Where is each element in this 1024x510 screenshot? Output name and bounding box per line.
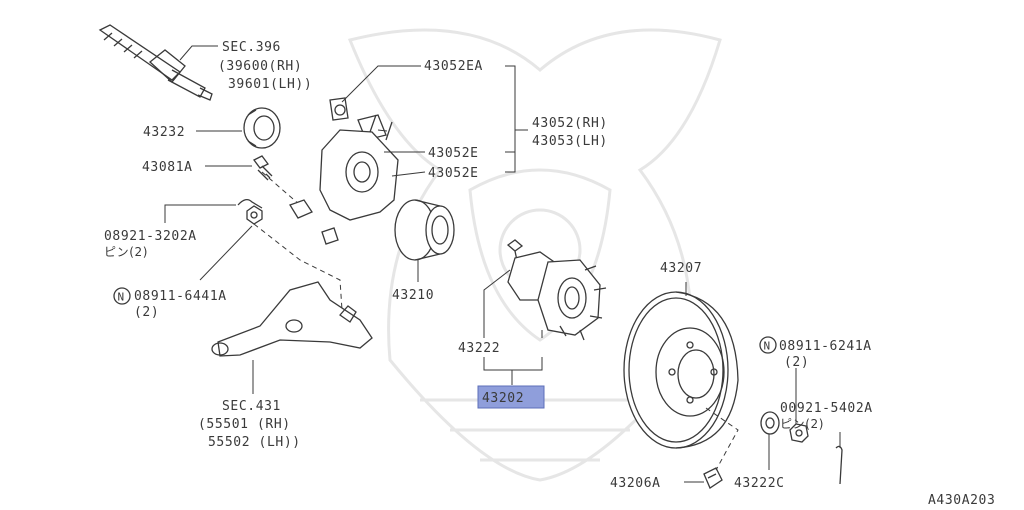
label-43053: 43053(LH) [532,134,608,149]
label-43210: 43210 [392,288,434,303]
label-qty-2-a: (2) [134,305,159,320]
label-pin-2-b: ピン(2) [780,417,824,431]
oil-seal[interactable] [243,107,281,149]
label-sec396: SEC.396 [222,40,281,55]
label-08921-3202a: 08921-3202A [104,229,197,244]
nut-08911-6441a[interactable] [246,205,263,225]
label-sec431: SEC.431 [222,399,281,414]
svg-text:N: N [118,291,125,304]
highlight-43202 [477,385,545,409]
leader-lines [164,45,841,483]
label-43206a: 43206A [610,476,661,491]
label-55501: (55501 (RH) [198,417,291,432]
label-qty-2-b: (2) [784,355,809,370]
cotter-pin[interactable] [237,198,263,209]
hub-assembly[interactable] [506,239,607,341]
bolt-43081a[interactable] [253,155,273,181]
label-43052ea: 43052EA [424,59,483,74]
hub-bearing[interactable] [394,199,455,261]
bolt-43206a[interactable] [703,467,723,489]
label-00921-5402a: 00921-5402A [780,401,873,416]
label-43081a: 43081A [142,160,193,175]
disc-rotor[interactable] [623,291,739,449]
knuckle[interactable] [289,97,399,245]
label-08911-6241a: 08911-6241A [779,339,872,354]
lower-arm[interactable] [211,281,373,357]
label-55502: 55502 (LH)) [208,435,301,450]
drive-shaft[interactable] [98,24,213,101]
label-39601: 39601(LH)) [228,77,312,92]
label-43052e-2: 43052E [428,166,479,181]
cotter-pin-b[interactable] [835,445,843,485]
label-43232: 43232 [143,125,185,140]
label-43222c: 43222C [734,476,785,491]
labels: SEC.396 (39600(RH) 39601(LH)) 43052EA 43… [104,40,995,508]
label-43052: 43052(RH) [532,116,608,131]
label-43052e-1: 43052E [428,146,479,161]
label-pin-2-a: ピン(2) [104,245,148,259]
label-43202: 43202 [482,391,524,406]
n-symbol-2: N [759,336,777,354]
diagram-code: A430A203 [928,493,995,508]
svg-text:N: N [764,340,771,353]
label-43222: 43222 [458,341,500,356]
label-39600: (39600(RH) [218,59,302,74]
label-43207: 43207 [660,261,702,276]
nut-43222c[interactable] [760,411,780,435]
n-symbol-1: N [113,287,131,305]
label-08911-6441a: 08911-6441A [134,289,227,304]
